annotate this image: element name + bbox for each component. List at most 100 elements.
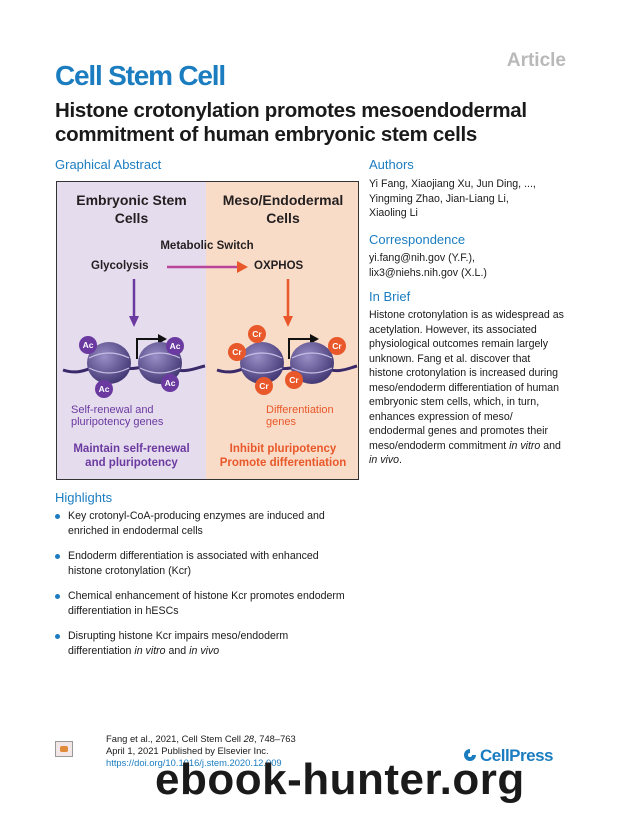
highlight-text-span: differentiation	[68, 644, 135, 657]
left-outcome-line-2: and pluripotency	[85, 457, 178, 469]
mesoendoderm-title-line-1: Meso/Endodermal	[222, 192, 344, 208]
authors-line-3: Xiaoling Li	[369, 207, 418, 219]
glycolysis-label: Glycolysis	[91, 260, 149, 272]
in-brief-line: unknown. Fang et al. discover that	[369, 352, 531, 365]
correspondence-block: yi.fang@nih.gov (Y.F.), lix3@niehs.nih.g…	[369, 251, 574, 280]
title-line-1: Histone crotonylation promotes mesoendod…	[55, 99, 527, 122]
bullet-icon	[55, 594, 60, 599]
in-brief-line: in vivo.	[369, 453, 574, 468]
oxphos-label: OXPHOS	[254, 260, 304, 272]
left-outcome-line-1: Maintain self-renewal	[73, 443, 190, 455]
differentiation-genes-line-1: Differentiation	[266, 404, 334, 416]
highlight-italic: in vitro	[134, 644, 166, 657]
nucleosome-left-1	[87, 342, 131, 384]
mesoendoderm-title: Meso/Endodermal Cells	[206, 191, 358, 227]
nucleosome-right-1	[240, 342, 284, 384]
right-outcome-line-2: Promote differentiation	[219, 457, 347, 469]
bullet-icon	[55, 554, 60, 559]
right-dna-strand	[216, 362, 358, 374]
left-dna-strand	[62, 362, 206, 374]
in-brief-line: Histone crotonylation is as widespread a…	[369, 309, 564, 321]
in-brief-line: embryonic stem cells, which, in turn,	[369, 396, 540, 408]
highlights-heading: Highlights	[55, 490, 113, 505]
in-brief-line: physiological outcomes remain largely	[369, 338, 549, 350]
cr-mark-5	[285, 371, 303, 389]
highlight-line: Disrupting histone Kcr impairs meso/endo…	[68, 630, 289, 642]
in-brief-text-span: .	[399, 454, 402, 466]
bullet-icon	[55, 514, 60, 519]
highlight-line: enriched in endodermal cells	[68, 524, 203, 537]
in-brief-text-span: and	[540, 439, 561, 452]
metabolic-switch-label: Metabolic Switch	[160, 240, 254, 252]
elsevier-logo-icon	[55, 741, 73, 757]
citation-block: Fang et al., 2021, Cell Stem Cell 28, 74…	[106, 733, 296, 770]
cellpress-logo-icon	[463, 748, 477, 762]
cellpress-logo: CellPress	[480, 746, 554, 765]
graphical-abstract-drawing	[62, 261, 358, 398]
highlight-italic: in vivo	[189, 644, 220, 657]
cr-mark-4	[255, 377, 273, 395]
in-brief-heading: In Brief	[369, 289, 411, 304]
glycolysis-down-arrow	[129, 279, 139, 327]
highlight-line: differentiation in hESCs	[68, 604, 179, 617]
ac-mark-1	[79, 336, 97, 354]
ac-label-1: Ac	[82, 340, 94, 350]
cr-mark-2	[228, 343, 246, 361]
in-brief-line: acetylation. However, its associated	[369, 323, 537, 336]
highlight-text-span: and	[165, 644, 190, 657]
cr-label-5: Cr	[289, 375, 299, 385]
ac-mark-3	[95, 380, 113, 398]
highlight-item: Endoderm differentiation is associated w…	[55, 549, 355, 578]
highlight-line: Endoderm differentiation is associated w…	[68, 550, 319, 562]
left-outcome-label: Maintain self-renewal and pluripotency	[57, 442, 206, 470]
ac-label-4: Ac	[164, 378, 176, 388]
cr-mark-1	[248, 325, 266, 343]
nucleosome-right-2	[290, 342, 334, 384]
correspondence-email-1[interactable]: yi.fang@nih.gov (Y.F.),	[369, 252, 475, 264]
mesoendoderm-title-line-2: Cells	[266, 210, 300, 226]
article-title: Histone crotonylation promotes mesoendod…	[55, 99, 575, 147]
self-renewal-genes-label: Self-renewal and pluripotency genes	[71, 404, 201, 428]
ac-label-2: Ac	[169, 341, 181, 351]
differentiation-genes-line-2: genes	[266, 416, 296, 428]
in-brief-line: endodermal genes and promotes their	[369, 425, 549, 437]
embryonic-title-line-2: Cells	[114, 210, 149, 226]
citation-line: Fang et al., 2021, Cell Stem Cell 28, 74…	[106, 733, 296, 745]
metabolic-switch-arrow	[167, 261, 248, 273]
ac-label-3: Ac	[98, 384, 110, 394]
mesoendoderm-panel	[206, 182, 358, 479]
cr-label-4: Cr	[259, 381, 269, 391]
article-type-label: Article	[506, 50, 566, 71]
embryonic-title-line-1: Embryonic Stem	[76, 192, 187, 208]
doi-link[interactable]: https://doi.org/10.1016/j.stem.2020.12.0…	[106, 757, 282, 769]
right-tss-arrow	[288, 338, 312, 359]
title-line-2: commitment of human embryonic stem cells	[55, 123, 478, 146]
authors-line-1: Yi Fang, Xiaojiang Xu, Jun Ding, ...,	[369, 178, 536, 190]
cr-mark-3	[328, 337, 346, 355]
differentiation-genes-label: Differentiation genes	[266, 404, 356, 428]
authors-heading: Authors	[369, 157, 414, 172]
self-renewal-genes-line-1: Self-renewal and	[71, 404, 154, 416]
publication-date-line: April 1, 2021 Published by Elsevier Inc.	[106, 745, 269, 757]
journal-logo: Cell Stem Cell	[55, 60, 226, 91]
in-brief-text: Histone crotonylation is as widespread a…	[369, 308, 574, 468]
in-brief-italic: in vitro	[509, 439, 541, 452]
in-brief-line: enhances expression of meso/	[369, 410, 513, 423]
watermark-text: ebook-hunter.org	[155, 755, 525, 804]
bullet-icon	[55, 634, 60, 639]
graphical-abstract-heading: Graphical Abstract	[55, 157, 162, 172]
embryonic-title: Embryonic Stem Cells	[57, 191, 206, 227]
in-brief-line: histone crotonylation is increased durin…	[369, 367, 559, 379]
in-brief-line: meso/endoderm commitment in vitro and	[369, 439, 574, 454]
highlight-line: Key crotonyl-CoA-producing enzymes are i…	[68, 510, 325, 522]
ac-mark-2	[166, 337, 184, 355]
highlights-list: Key crotonyl-CoA-producing enzymes are i…	[55, 509, 355, 669]
highlight-item: Key crotonyl-CoA-producing enzymes are i…	[55, 509, 355, 538]
right-outcome-line-1: Inhibit pluripotency	[229, 443, 337, 455]
graphical-abstract-figure: Ac Ac Ac Ac Cr Cr Cr Cr Cr Embryonic Ste…	[56, 181, 359, 480]
highlight-line: Chemical enhancement of histone Kcr prom…	[68, 590, 345, 602]
in-brief-italic: in vivo	[369, 454, 400, 466]
embryonic-panel	[57, 182, 206, 479]
correspondence-email-2[interactable]: lix3@niehs.nih.gov (X.L.)	[369, 266, 487, 279]
cr-label-1: Cr	[252, 329, 262, 339]
